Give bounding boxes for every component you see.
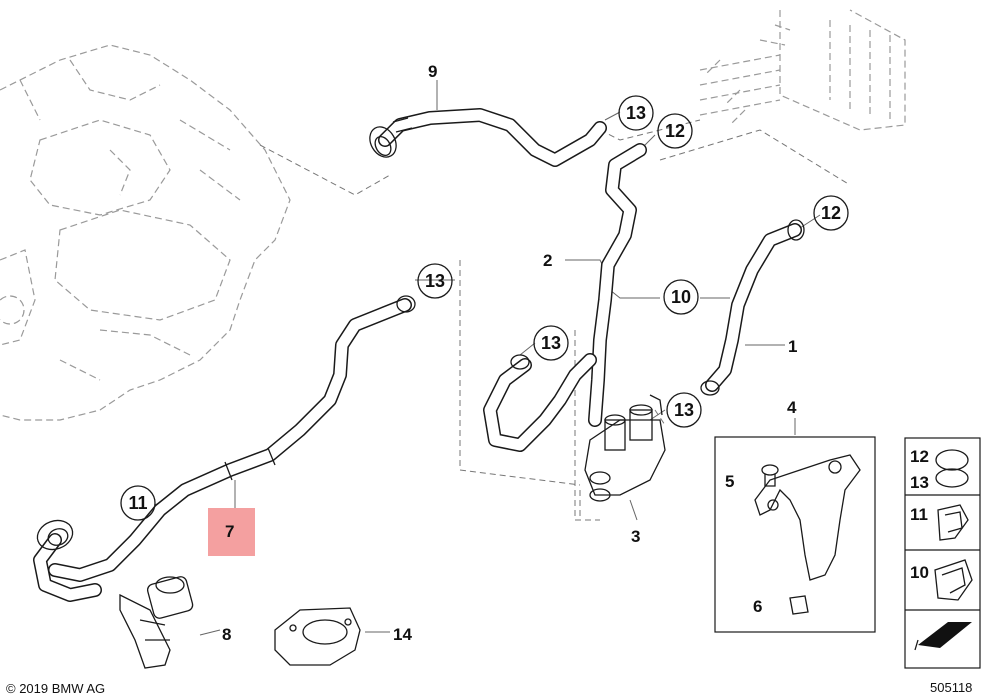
legend-12: 12 [910,447,929,466]
callout-2: 2 [543,251,552,270]
auxiliary-water-pump [119,576,194,669]
svg-text:10: 10 [671,287,691,307]
svg-text:13: 13 [626,103,646,123]
callout-7-highlight [208,508,255,556]
gasket-14 [274,607,361,666]
spring-clamp-icon [937,504,969,541]
circled-callout-13-valve: 13 [666,392,702,428]
callout-1: 1 [788,337,797,356]
svg-text:12: 12 [821,203,841,223]
circled-callout-13-top: 13 [618,95,654,131]
circled-callout-11: 11 [120,485,156,521]
spring-clamp-large-icon [934,559,973,601]
heater-control-valve [584,394,666,502]
svg-text:13: 13 [425,271,445,291]
callout-5: 5 [725,472,734,491]
clip-6 [789,595,809,615]
leader-lines [259,119,851,521]
engine-block-outline [0,44,291,421]
callout-6: 6 [753,597,762,616]
svg-text:12: 12 [665,121,685,141]
legend-10: 10 [910,563,929,582]
clamp-legend [904,437,981,669]
bracket-box [714,436,876,633]
hose-9-connector [369,117,413,158]
circled-callout-10: 10 [663,279,699,315]
legend-13: 13 [910,473,929,492]
callout-14: 14 [393,625,412,644]
circled-callout-12-right: 12 [813,195,849,231]
copyright: © 2019 BMW AG [6,681,105,696]
callout-9: 9 [428,62,437,81]
callout-4: 4 [787,398,797,417]
callout-7: 7 [225,522,234,541]
circled-callout-13-mid: 13 [533,325,569,361]
svg-text:13: 13 [674,400,694,420]
legend-11: 11 [910,505,928,524]
bolt-5 [761,464,779,487]
hose-7-11 [48,295,416,582]
svg-text:13: 13 [541,333,561,353]
circled-callout-13-left: 13 [417,263,453,299]
svg-text:11: 11 [128,493,147,513]
hose-2 [588,143,647,427]
hose-9 [369,108,607,167]
hose-clamp-icon [935,449,969,488]
circled-callout-12-top: 12 [657,113,693,149]
arrow-icon [914,622,972,651]
callout-8: 8 [222,625,231,644]
callout-3: 3 [631,527,640,546]
connector-elbow [33,519,102,602]
hose-loop [483,353,597,452]
heater-core-outline [699,9,906,131]
diagram-id: 505118 [930,680,972,695]
hose-1 [700,219,805,396]
